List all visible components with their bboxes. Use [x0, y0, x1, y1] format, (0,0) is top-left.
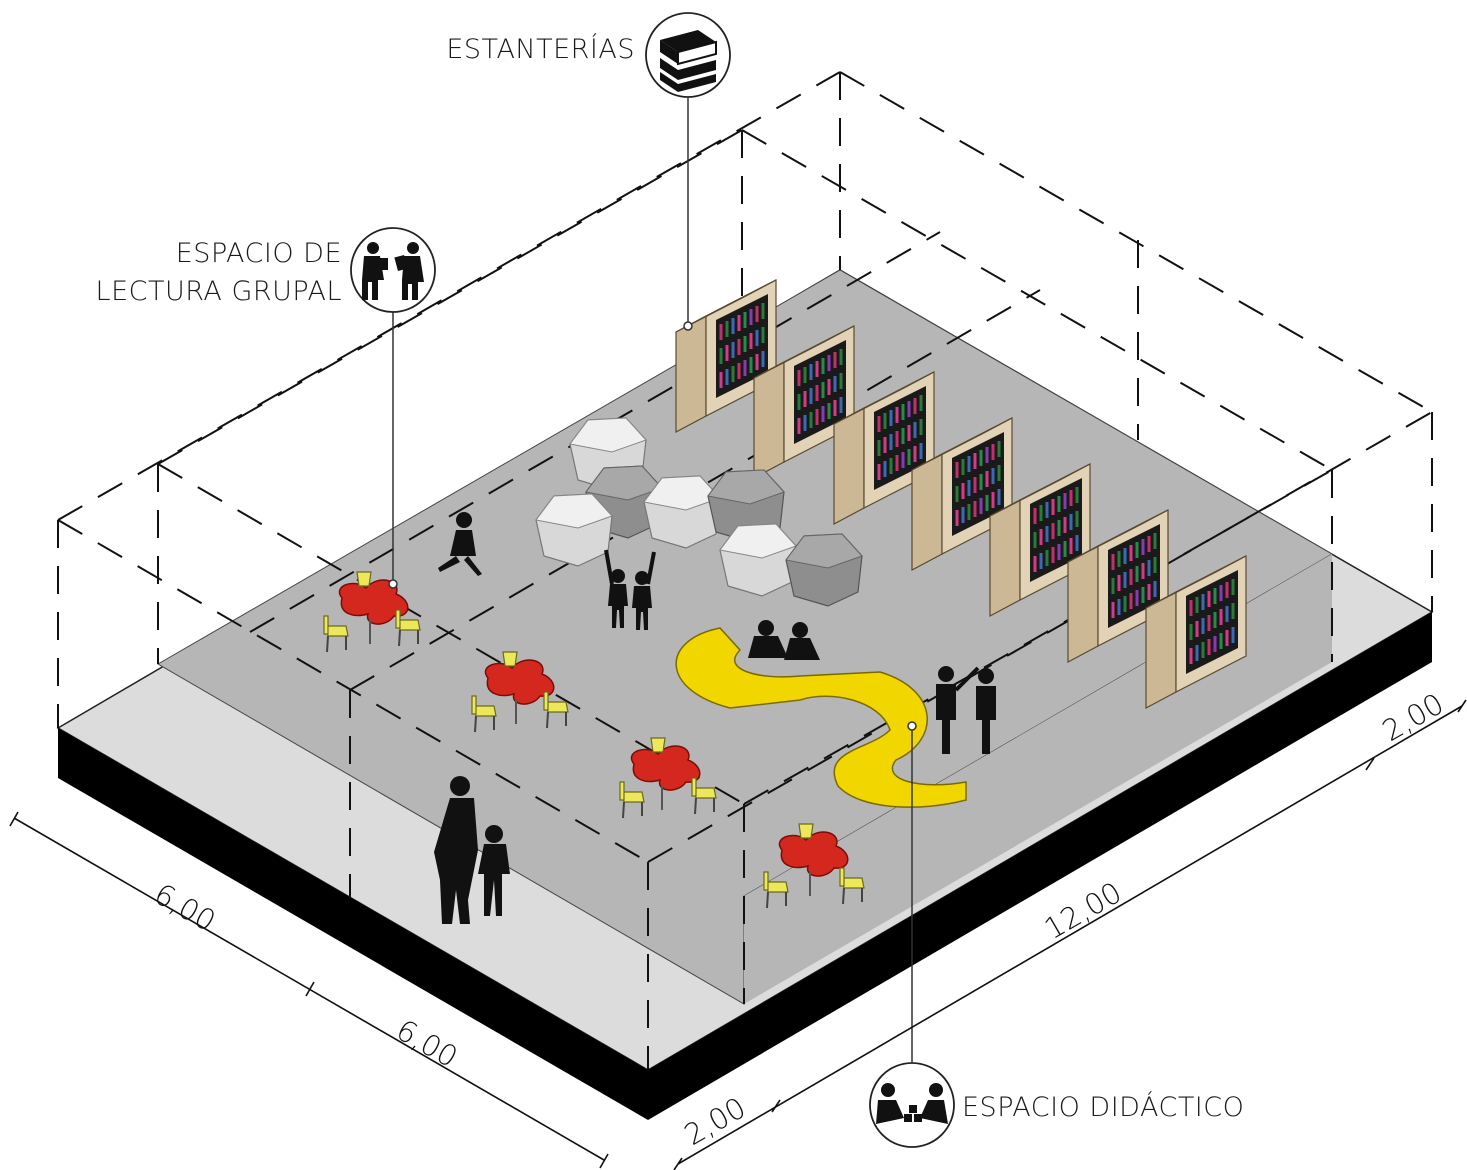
people-silhouettes [434, 512, 996, 924]
dim-right-main: 12,00 [1039, 875, 1128, 946]
label-didactico: ESPACIO DIDÁCTICO [962, 1091, 1244, 1123]
dim-left-b: 6,00 [391, 1013, 464, 1075]
children-reading-icon [350, 227, 436, 313]
dashed-volume [57, 71, 1433, 1070]
leader-lines [388, 98, 917, 1062]
dimension-lines [9, 699, 1467, 1170]
books-stack-icon [645, 12, 731, 98]
dim-right-small-top: 2,00 [1377, 686, 1450, 748]
label-lectura-line2: LECTURA GRUPAL [96, 276, 342, 307]
dim-left-a: 6,00 [149, 877, 222, 939]
label-lectura-line1: ESPACIO DE [176, 238, 342, 269]
label-estanterias: ESTANTERÍAS [446, 33, 635, 65]
children-playing-blocks-icon [869, 1062, 955, 1148]
curved-seating [675, 627, 967, 808]
